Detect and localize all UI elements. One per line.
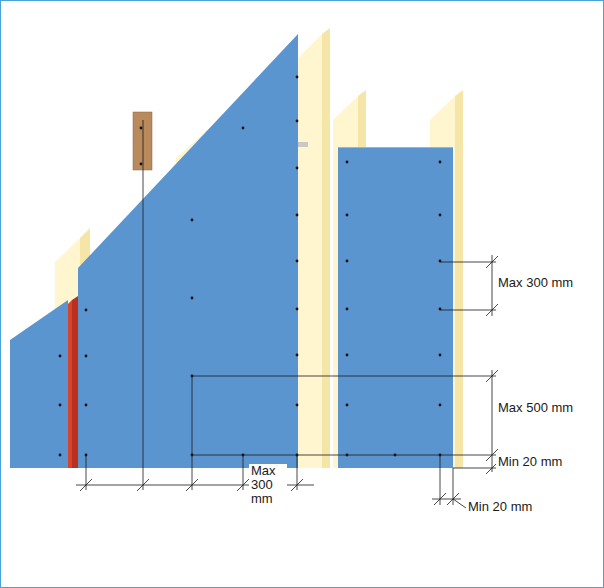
screw-dot [296,76,299,79]
screw-dot [191,297,194,300]
dimension-label: Min 20 mm [466,500,534,514]
dimension-label: Min 20 mm [496,455,564,469]
screw-dot [346,308,349,311]
screw-dot [59,355,62,358]
screw-dot [140,127,143,130]
dimension-label: Max 300 mm [249,464,287,506]
dimension-label: Max 500 mm [496,401,575,415]
screw-dot [242,127,245,130]
board-right [338,147,453,468]
screw-dot [439,161,442,164]
screw-dot [140,163,143,166]
screw-dot [439,214,442,217]
screw-dot [296,354,299,357]
dimension-lines [76,255,498,508]
timber-batten [133,112,152,170]
screw-dot [296,167,299,170]
board-sloped [78,34,298,468]
screw-dot [296,308,299,311]
board-left [10,300,68,468]
fixing-screws [59,76,442,457]
screw-dot [439,354,442,357]
screw-dot [346,404,349,407]
screw-dot [346,260,349,263]
screw-dot [346,161,349,164]
screw-dot [59,454,62,457]
screw-dot [191,219,194,222]
screw-dot [296,260,299,263]
studs [55,28,463,468]
screw-dot [85,309,88,312]
dimension-label: Max 300 mm [496,276,575,290]
screw-dot [85,404,88,407]
screw-dot [296,120,299,123]
screw-dot [296,404,299,407]
screw-dot [439,404,442,407]
screw-dot [85,355,88,358]
screw-dot [346,214,349,217]
screw-dot [346,354,349,357]
screw-dot [296,214,299,217]
batten-line [143,120,144,490]
screw-dot [59,404,62,407]
